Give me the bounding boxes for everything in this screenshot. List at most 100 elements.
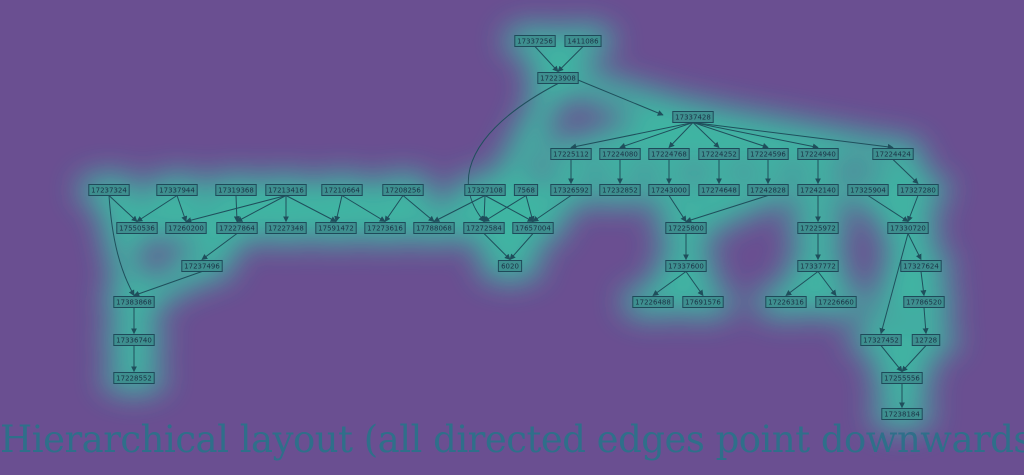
node-label: 17226660 — [818, 299, 854, 307]
node-7568[interactable]: 7568 — [513, 184, 539, 196]
edge-17237324-to-17383868 — [108, 195, 135, 297]
node-label: 17383868 — [116, 299, 152, 307]
node-label: 12728 — [915, 337, 937, 345]
node-box — [881, 372, 923, 384]
node-17337944[interactable]: 17337944 — [156, 184, 198, 196]
edge-17227864-to-17237496 — [201, 233, 238, 260]
node-label: 17337256 — [517, 38, 553, 46]
node-label: 17272584 — [466, 225, 502, 233]
node-box — [665, 260, 707, 272]
node-17786520[interactable]: 17786520 — [903, 296, 945, 308]
edge-17272584-to-6020 — [483, 233, 511, 261]
node-label: 17337772 — [800, 263, 836, 271]
node-17226316[interactable]: 17226316 — [765, 296, 807, 308]
node-17591472[interactable]: 17591472 — [315, 222, 357, 234]
node-17224768[interactable]: 17224768 — [648, 148, 690, 160]
node-17327280[interactable]: 17327280 — [897, 184, 939, 196]
node-17242140[interactable]: 17242140 — [797, 184, 839, 196]
node-17232852[interactable]: 17232852 — [599, 184, 641, 196]
node-17227348[interactable]: 17227348 — [265, 222, 307, 234]
node-17327452[interactable]: 17327452 — [860, 334, 902, 346]
node-17224080[interactable]: 17224080 — [599, 148, 641, 160]
node-box — [887, 222, 929, 234]
edge-17337772-to-17226316 — [785, 271, 819, 296]
node-17226488[interactable]: 17226488 — [632, 296, 674, 308]
node-label: 17237324 — [91, 187, 127, 195]
node-17255556[interactable]: 17255556 — [881, 372, 923, 384]
node-17224596[interactable]: 17224596 — [747, 148, 789, 160]
node-17327624[interactable]: 17327624 — [900, 260, 942, 272]
edge-17224424-to-17327280 — [892, 159, 919, 185]
node-17260200[interactable]: 17260200 — [165, 222, 207, 234]
node-17208256[interactable]: 17208256 — [382, 184, 424, 196]
node-17223908[interactable]: 17223908 — [537, 72, 579, 84]
node-17224252[interactable]: 17224252 — [698, 148, 740, 160]
node-label: 1411086 — [567, 38, 599, 46]
node-box — [512, 222, 554, 234]
node-17691576[interactable]: 17691576 — [682, 296, 724, 308]
node-label: 17225972 — [800, 225, 836, 233]
node-17238184[interactable]: 17238184 — [881, 408, 923, 420]
node-17242828[interactable]: 17242828 — [747, 184, 789, 196]
node-17274648[interactable]: 17274648 — [698, 184, 740, 196]
node-17224940[interactable]: 17224940 — [797, 148, 839, 160]
node-17226660[interactable]: 17226660 — [815, 296, 857, 308]
edge-17223908-to-17337428 — [577, 79, 664, 116]
edge-17337772-to-17226660 — [817, 271, 837, 297]
node-17325904[interactable]: 17325904 — [847, 184, 889, 196]
node-17788068[interactable]: 17788068 — [413, 222, 455, 234]
node-17273616[interactable]: 17273616 — [364, 222, 406, 234]
node-label: 7568 — [517, 187, 535, 195]
node-label: 17225800 — [668, 225, 704, 233]
node-12728[interactable]: 12728 — [911, 334, 941, 346]
node-box — [648, 148, 690, 160]
node-17550536[interactable]: 17550536 — [116, 222, 158, 234]
edge-17327452-to-17255556 — [880, 345, 903, 373]
node-17272584[interactable]: 17272584 — [463, 222, 505, 234]
node-17225800[interactable]: 17225800 — [665, 222, 707, 234]
node-17237496[interactable]: 17237496 — [181, 260, 223, 272]
node-label: 17657004 — [515, 225, 551, 233]
node-17337772[interactable]: 17337772 — [797, 260, 839, 272]
node-17237324[interactable]: 17237324 — [88, 184, 130, 196]
node-17225972[interactable]: 17225972 — [797, 222, 839, 234]
edge-17337600-to-17691576 — [685, 271, 704, 297]
node-box — [897, 184, 939, 196]
node-17210664[interactable]: 17210664 — [321, 184, 363, 196]
node-17383868[interactable]: 17383868 — [113, 296, 155, 308]
node-17336740[interactable]: 17336740 — [113, 334, 155, 346]
node-box — [797, 260, 839, 272]
edge-17337428-to-17224080 — [619, 122, 694, 149]
node-box — [181, 260, 223, 272]
node-17327108[interactable]: 17327108 — [464, 184, 506, 196]
node-17326592[interactable]: 17326592 — [550, 184, 592, 196]
node-box — [747, 184, 789, 196]
node-17224424[interactable]: 17224424 — [872, 148, 914, 160]
node-label: 17238184 — [884, 411, 920, 419]
node-box — [113, 372, 155, 384]
node-17319368[interactable]: 17319368 — [215, 184, 257, 196]
edge-17337428-to-17224596 — [692, 122, 769, 149]
edge-17242828-to-17225800 — [685, 195, 769, 223]
node-17330720[interactable]: 17330720 — [887, 222, 929, 234]
node-17228552[interactable]: 17228552 — [113, 372, 155, 384]
edge-1411086-to-17223908 — [557, 46, 584, 73]
node-label: 17327452 — [863, 337, 899, 345]
node-6020[interactable]: 6020 — [497, 260, 523, 272]
edge-17330720-to-17327624 — [907, 233, 922, 261]
node-17337256[interactable]: 17337256 — [514, 35, 556, 47]
node-17337600[interactable]: 17337600 — [665, 260, 707, 272]
edge-17213416-to-17260200 — [185, 195, 287, 224]
node-label: 17325904 — [850, 187, 886, 195]
node-label: 17327108 — [467, 187, 503, 195]
node-1411086[interactable]: 1411086 — [564, 35, 602, 47]
node-17225112[interactable]: 17225112 — [550, 148, 592, 160]
node-17227864[interactable]: 17227864 — [216, 222, 258, 234]
node-box — [797, 184, 839, 196]
node-17243000[interactable]: 17243000 — [648, 184, 690, 196]
node-17657004[interactable]: 17657004 — [512, 222, 554, 234]
node-17337428[interactable]: 17337428 — [672, 111, 714, 123]
node-17213416[interactable]: 17213416 — [265, 184, 307, 196]
node-box — [665, 222, 707, 234]
